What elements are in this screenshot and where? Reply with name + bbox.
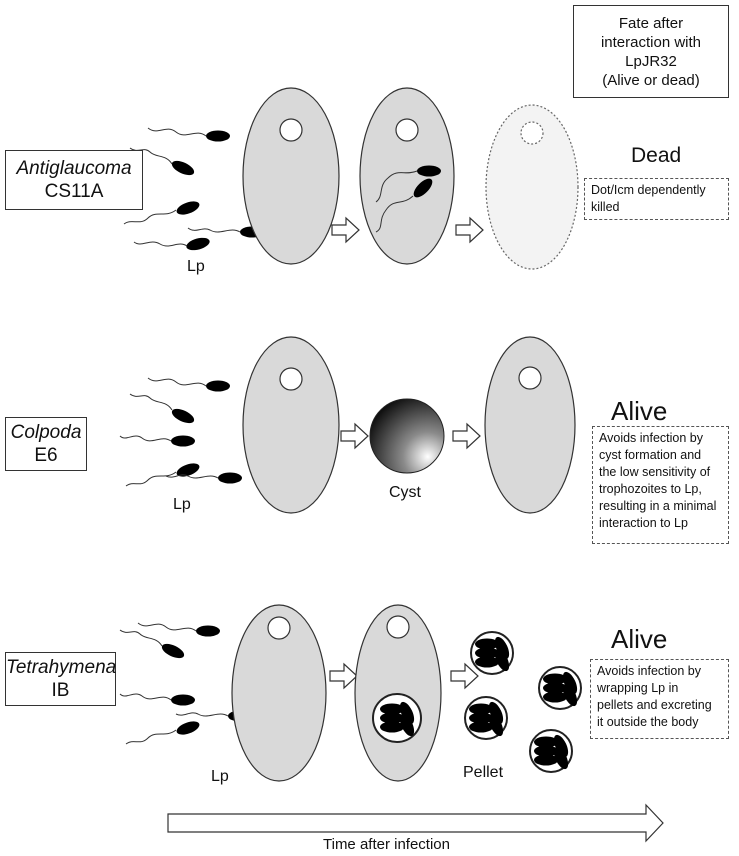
flagellum-line bbox=[120, 694, 171, 700]
arrow-icon bbox=[341, 424, 368, 448]
organism-genus: Colpoda bbox=[6, 421, 86, 444]
note-line: interaction to Lp bbox=[599, 515, 722, 532]
note-line: Dot/Icm dependently bbox=[591, 182, 722, 199]
bacterium-icon bbox=[206, 131, 230, 142]
note-line: cyst formation and bbox=[599, 447, 722, 464]
note-line: Avoids infection by bbox=[597, 663, 722, 680]
vacuole-icon bbox=[268, 617, 290, 639]
organism-genus: Antiglaucoma bbox=[6, 157, 142, 180]
flagellum-line bbox=[124, 210, 176, 224]
vacuole-icon bbox=[396, 119, 418, 141]
bacterium-icon bbox=[171, 695, 195, 706]
arrow-icon bbox=[330, 664, 357, 688]
flagellum-line bbox=[188, 228, 240, 232]
bacterium-icon bbox=[170, 158, 196, 178]
flagellum-line bbox=[120, 630, 162, 646]
flagellum-line bbox=[130, 394, 172, 410]
flagellum-line bbox=[126, 730, 176, 744]
status-dead: Dead bbox=[631, 144, 681, 168]
note-line: Avoids infection by bbox=[599, 430, 722, 447]
fate-header-line-1: Fate after bbox=[578, 14, 724, 33]
organism-box-antiglaucoma: Antiglaucoma CS11A bbox=[5, 150, 143, 210]
fate-header-line-4: (Alive or dead) bbox=[578, 71, 724, 90]
flagellum-line bbox=[176, 713, 228, 716]
note-box-row-2: Avoids infection by cyst formation and t… bbox=[592, 426, 729, 544]
flagellum-line bbox=[134, 242, 187, 246]
lp-label: Lp bbox=[211, 768, 229, 786]
arrow-icon bbox=[456, 218, 483, 242]
note-line: pellets and excreting bbox=[597, 697, 722, 714]
arrow-icon bbox=[332, 218, 359, 242]
bacterium-icon bbox=[206, 381, 230, 392]
lp-label: Lp bbox=[173, 496, 191, 514]
vacuole-icon bbox=[387, 616, 409, 638]
bacterium-icon bbox=[469, 722, 493, 733]
fate-header-line-2: interaction with bbox=[578, 33, 724, 52]
flagellum-line bbox=[166, 475, 218, 478]
pellet-label: Pellet bbox=[463, 764, 503, 782]
amoeba-cell-icon bbox=[243, 88, 339, 264]
bacterium-icon bbox=[170, 406, 196, 426]
bacterium-icon bbox=[171, 436, 195, 447]
cyst-icon bbox=[370, 399, 444, 473]
amoeba-cell-icon bbox=[360, 88, 454, 264]
note-box-row-3: Avoids infection by wrapping Lp in pelle… bbox=[590, 659, 729, 739]
note-line: killed bbox=[591, 199, 722, 216]
organism-box-colpoda: Colpoda E6 bbox=[5, 417, 87, 471]
status-alive: Alive bbox=[611, 624, 667, 655]
bacterium-icon bbox=[175, 199, 201, 218]
flagellum-line bbox=[148, 378, 206, 386]
status-alive: Alive bbox=[611, 396, 667, 427]
flagellum-line bbox=[126, 472, 176, 486]
organism-strain: E6 bbox=[6, 444, 86, 467]
bacterium-icon bbox=[160, 641, 186, 661]
note-line: the low sensitivity of bbox=[599, 464, 722, 481]
time-axis-label: Time after infection bbox=[323, 836, 450, 853]
bacterium-icon bbox=[475, 657, 499, 668]
bacterium-icon bbox=[534, 755, 558, 766]
organism-strain: IB bbox=[6, 679, 115, 702]
note-line: it outside the body bbox=[597, 714, 722, 731]
flagellum-line bbox=[148, 128, 206, 136]
bacterium-icon bbox=[196, 626, 220, 637]
lp-label: Lp bbox=[187, 258, 205, 276]
note-line: resulting in a minimal bbox=[599, 498, 722, 515]
vacuole-icon bbox=[280, 119, 302, 141]
amoeba-cell-icon bbox=[485, 337, 575, 513]
bacterium-icon bbox=[417, 166, 441, 177]
organism-genus: Tetrahymena bbox=[6, 656, 115, 679]
bacterium-icon bbox=[380, 722, 404, 733]
cyst-label: Cyst bbox=[389, 484, 421, 502]
vacuole-icon bbox=[521, 122, 543, 144]
note-line: wrapping Lp in bbox=[597, 680, 722, 697]
note-line: trophozoites to Lp, bbox=[599, 481, 722, 498]
flagellum-line bbox=[120, 436, 171, 441]
bacterium-icon bbox=[218, 473, 242, 484]
arrow-icon bbox=[453, 424, 480, 448]
bacterium-icon bbox=[543, 692, 567, 703]
vacuole-icon bbox=[519, 367, 541, 389]
fate-header-line-3: LpJR32 bbox=[578, 52, 724, 71]
flagellum-line bbox=[138, 623, 196, 631]
fate-header-box: Fate after interaction with LpJR32 (Aliv… bbox=[573, 5, 729, 98]
organism-strain: CS11A bbox=[6, 180, 142, 203]
amoeba-cell-icon bbox=[243, 337, 339, 513]
vacuole-icon bbox=[280, 368, 302, 390]
note-box-row-1: Dot/Icm dependently killed bbox=[584, 178, 729, 220]
bacterium-icon bbox=[185, 236, 211, 253]
bacterium-icon bbox=[175, 719, 201, 738]
arrow-icon bbox=[451, 664, 478, 688]
organism-box-tetrahymena: Tetrahymena IB bbox=[5, 652, 116, 706]
